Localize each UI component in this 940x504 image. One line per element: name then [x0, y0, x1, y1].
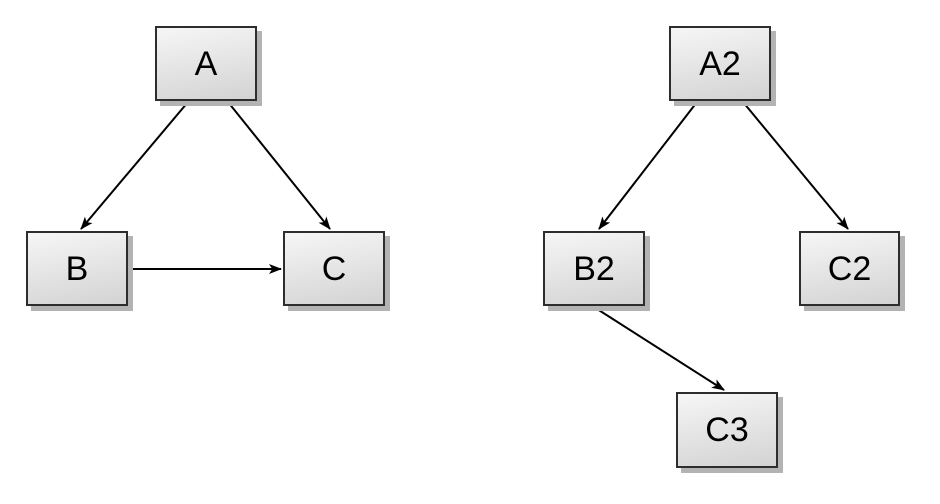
- node-label-C3: C3: [705, 411, 749, 449]
- node-C2: C2: [799, 231, 900, 306]
- node-B: B: [26, 231, 128, 306]
- edge-A2-C2: [742, 101, 849, 230]
- node-label-C: C: [321, 249, 347, 288]
- node-C3: C3: [676, 392, 778, 468]
- node-label-B: B: [65, 249, 89, 288]
- edges-group: [80, 101, 849, 391]
- node-C: C: [283, 231, 385, 306]
- node-label-B2: B2: [573, 249, 615, 288]
- node-A: A: [155, 26, 257, 101]
- node-label-A2: A2: [699, 44, 741, 83]
- edge-A-C: [227, 101, 331, 230]
- edge-B2-C3: [593, 306, 725, 391]
- node-B2: B2: [543, 231, 645, 306]
- node-label-A: A: [194, 44, 218, 83]
- node-label-C2: C2: [827, 249, 872, 288]
- edge-A-B: [80, 101, 189, 230]
- node-A2: A2: [669, 26, 771, 101]
- edge-A2-B2: [598, 101, 698, 230]
